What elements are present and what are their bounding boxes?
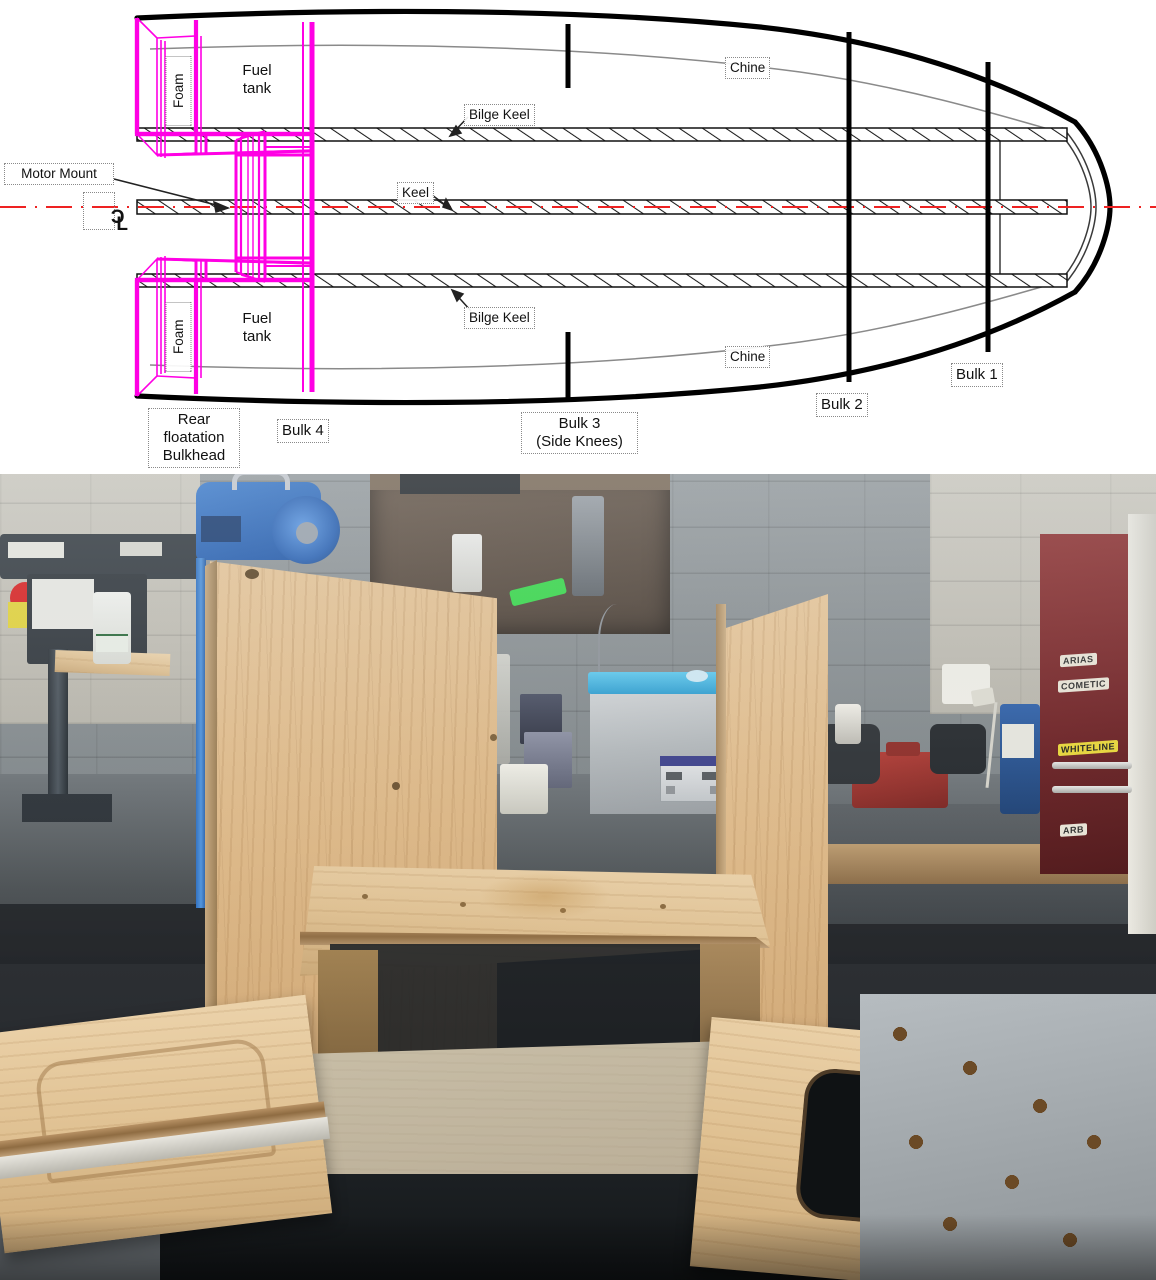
tool-chest-drawer-handle-2[interactable]	[1052, 786, 1132, 793]
deck-screw-4	[660, 904, 666, 909]
shelf-bottle	[452, 534, 482, 592]
label-chine-lower: Chine	[725, 346, 771, 368]
workshop-photo: ARIAS COMETIC WHITELINE ARB	[0, 474, 1156, 1280]
ultrasonic-knob-2[interactable]	[710, 786, 719, 794]
deck-screw-1	[362, 894, 368, 899]
cnc-bed-holes	[880, 1014, 1140, 1264]
ultrasonic-display-1	[666, 772, 682, 780]
hull-plan-svg	[0, 8, 1156, 406]
label-motor-mount: Motor Mount	[4, 163, 114, 185]
deck-screw-3	[560, 908, 566, 913]
hanging-cable	[598, 604, 636, 724]
drill-press-column	[48, 649, 68, 799]
chine-line-upper	[149, 44, 1063, 134]
white-jug	[93, 592, 131, 664]
blue-canister-label	[1002, 724, 1034, 758]
white-spray-bottle	[835, 704, 861, 744]
deck-screw-2	[460, 902, 466, 907]
chine-line-lower	[149, 280, 1063, 370]
label-bulk-2: Bulk 2	[816, 393, 868, 417]
bulkhead-station-lines	[565, 24, 991, 398]
plywood-knot-3	[490, 734, 497, 741]
drill-press-base	[22, 794, 112, 822]
blue-hose	[196, 558, 206, 908]
black-hose-coil	[930, 724, 986, 774]
ultrasonic-display-2	[702, 772, 718, 780]
under-deck-void	[330, 944, 740, 1054]
plastic-tub	[500, 764, 548, 814]
hose-reel-inlet	[201, 516, 241, 542]
blue-canister	[1000, 704, 1040, 814]
label-rear-floatation-bulkhead: Rear floatation Bulkhead	[148, 408, 240, 468]
hull-plan-diagram: Motor Mount ƆL Foam Foam Fuel tank Fuel …	[0, 0, 1156, 474]
white-cabinet	[1128, 514, 1156, 934]
plywood-knot-1	[245, 569, 259, 579]
shelf-top-items	[400, 474, 520, 494]
label-bulk-3: Bulk 3 (Side Knees)	[521, 412, 638, 454]
label-fuel-tank-upper: Fuel tank	[242, 62, 272, 97]
hose-reel-handle	[232, 474, 290, 490]
hose-reel-hub	[296, 522, 318, 544]
ultrasonic-cleaner-lid	[588, 672, 730, 694]
sticker-arb: ARB	[1060, 823, 1087, 837]
label-foam-upper: Foam	[166, 56, 192, 126]
plywood-knot-2	[392, 782, 400, 790]
centreline-symbol: ƆL	[83, 192, 128, 234]
label-bulk-4: Bulk 4	[277, 419, 329, 443]
chine-lines	[149, 44, 1063, 370]
motor-mount-geometry	[234, 130, 312, 283]
drill-press-label-plate	[8, 542, 64, 558]
ultrasonic-knob-1[interactable]	[666, 786, 675, 794]
tool-chest-drawer-handle-1[interactable]	[1052, 762, 1132, 769]
label-bulk-1: Bulk 1	[951, 363, 1003, 387]
label-fuel-tank-lower: Fuel tank	[242, 310, 272, 345]
label-bilge-keel-upper: Bilge Keel	[464, 104, 535, 126]
ultrasonic-lid-handle	[686, 670, 708, 682]
hanging-bag	[572, 496, 604, 596]
leader-arrows	[113, 116, 472, 312]
label-foam-lower: Foam	[166, 302, 192, 372]
drill-press-buttons	[120, 542, 162, 556]
ultrasonic-brand-strip	[660, 756, 728, 766]
red-toolbox-handle	[886, 742, 920, 756]
label-keel: Keel	[397, 182, 435, 204]
drill-press-panel	[32, 579, 94, 629]
label-bilge-keel-lower: Bilge Keel	[464, 307, 535, 329]
foreground-shadow	[0, 1214, 1156, 1280]
white-jug-label	[96, 634, 128, 652]
label-chine-upper: Chine	[725, 57, 771, 79]
sticker-arias: ARIAS	[1060, 652, 1097, 668]
glue-stain	[480, 872, 610, 920]
